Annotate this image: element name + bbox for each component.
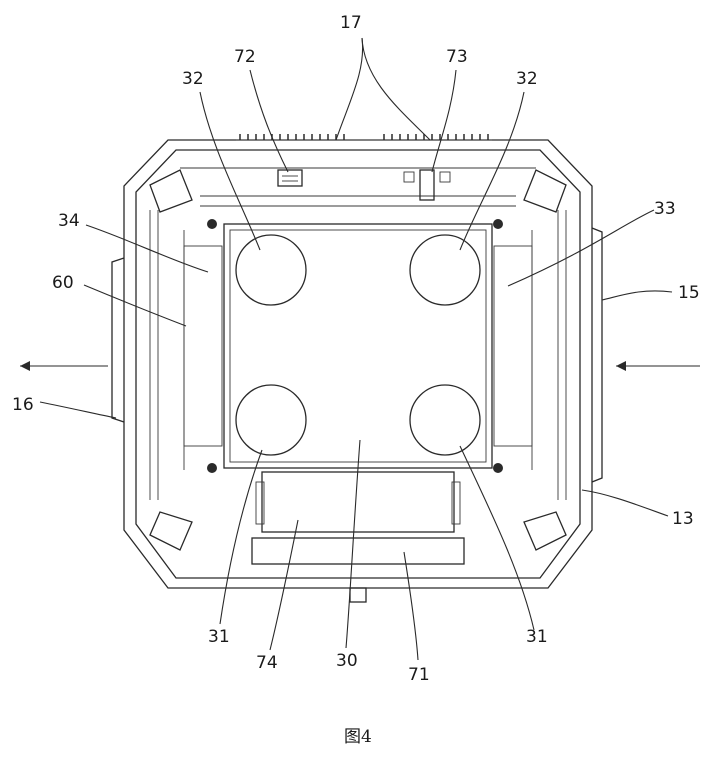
label-34: 34 — [58, 211, 80, 231]
label-33: 33 — [654, 199, 676, 219]
corner-brackets — [149, 169, 567, 551]
flow-arrows — [20, 361, 700, 371]
fasteners — [207, 219, 503, 473]
top-fins — [236, 134, 492, 141]
lower-module — [251, 471, 465, 603]
label-16: 16 — [12, 395, 34, 415]
label-32-right: 32 — [516, 69, 538, 89]
outer-housing — [123, 139, 593, 589]
label-60: 60 — [52, 273, 74, 293]
label-17: 17 — [340, 13, 362, 33]
label-73: 73 — [446, 47, 468, 67]
label-13: 13 — [672, 509, 694, 529]
pad-bottom-right — [409, 384, 481, 456]
side-panel-left — [111, 210, 185, 500]
label-71: 71 — [408, 665, 430, 685]
label-31-right: 31 — [526, 627, 548, 647]
pad-bottom-left — [235, 384, 307, 456]
leader-lines — [39, 37, 673, 661]
label-74: 74 — [256, 653, 278, 673]
circular-pads — [235, 234, 481, 456]
label-72: 72 — [234, 47, 256, 67]
side-bars — [183, 245, 533, 447]
label-32-left: 32 — [182, 69, 204, 89]
label-31-left: 31 — [208, 627, 230, 647]
label-15: 15 — [678, 283, 700, 303]
pad-top-left — [235, 234, 307, 306]
main-plate — [223, 223, 493, 469]
reference-labels: 17 72 73 32 32 34 33 60 15 16 13 31 31 7… — [12, 13, 700, 685]
figure-caption: 图4 — [344, 727, 372, 747]
pad-top-right — [409, 234, 481, 306]
top-rail — [180, 167, 536, 207]
label-30: 30 — [336, 651, 358, 671]
